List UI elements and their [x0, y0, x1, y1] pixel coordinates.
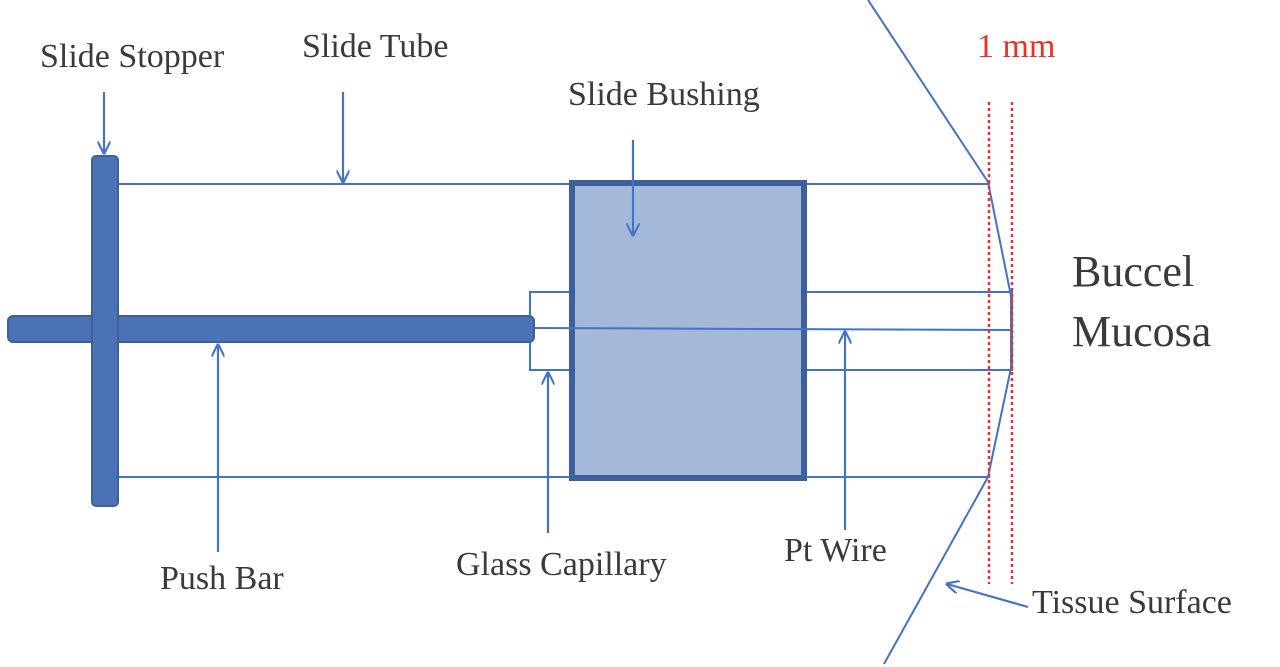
push-bar-label: Push Bar [160, 560, 284, 597]
slide-bushing [569, 180, 807, 481]
buccel-label: Buccel [1072, 247, 1195, 296]
slide-stopper [91, 155, 119, 507]
glass-capillary-label: Glass Capillary [456, 546, 667, 583]
tissue-surface-label: Tissue Surface [1032, 584, 1232, 621]
pt-wire [534, 327, 1013, 331]
pt-wire-label: Pt Wire [784, 532, 887, 569]
tissue-surface-arrow [947, 584, 1029, 609]
mucosa-label: Mucosa [1072, 307, 1212, 356]
slide-stopper-label: Slide Stopper [40, 38, 225, 75]
push-bar [7, 315, 535, 343]
slide-tube-label: Slide Tube [302, 28, 449, 65]
one-mm-label: 1 mm [977, 28, 1056, 65]
slide-bushing-label: Slide Bushing [568, 76, 760, 113]
